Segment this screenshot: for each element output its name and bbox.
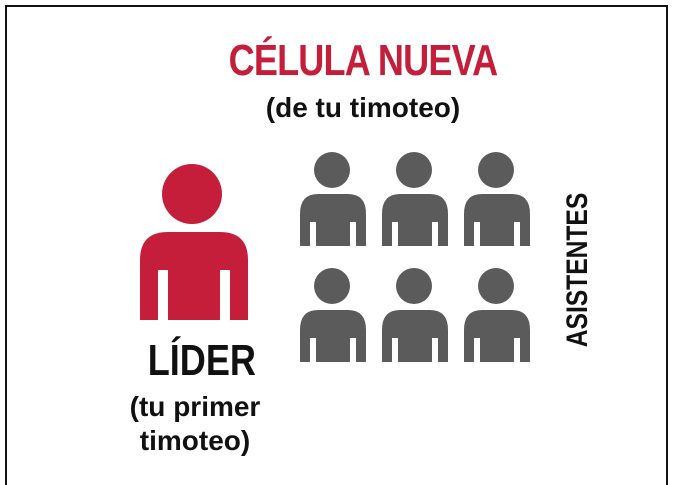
leader-label: LÍDER: [147, 336, 256, 385]
diagram-title: CÉLULA NUEVA: [228, 36, 499, 85]
attendees-grid: [300, 152, 530, 362]
leader-head: [162, 164, 222, 224]
attendee-icon: [300, 268, 366, 362]
leader-note-line-1: (tu primer: [129, 391, 261, 422]
attendee-icon: [382, 152, 448, 246]
attendee-icon: [464, 152, 530, 246]
leader-body: [140, 232, 248, 320]
diagram-frame: [5, 5, 668, 485]
leader-note: (tu primer timoteo): [100, 390, 290, 458]
attendee-icon: [300, 152, 366, 246]
leader-note-line-2: timoteo): [139, 425, 251, 456]
attendee-icon: [382, 268, 448, 362]
leader-person-icon: [140, 164, 248, 320]
attendee-icon: [464, 268, 530, 362]
attendees-label: ASISTENTES: [561, 192, 594, 348]
diagram-subtitle: (de tu timoteo): [265, 92, 461, 123]
